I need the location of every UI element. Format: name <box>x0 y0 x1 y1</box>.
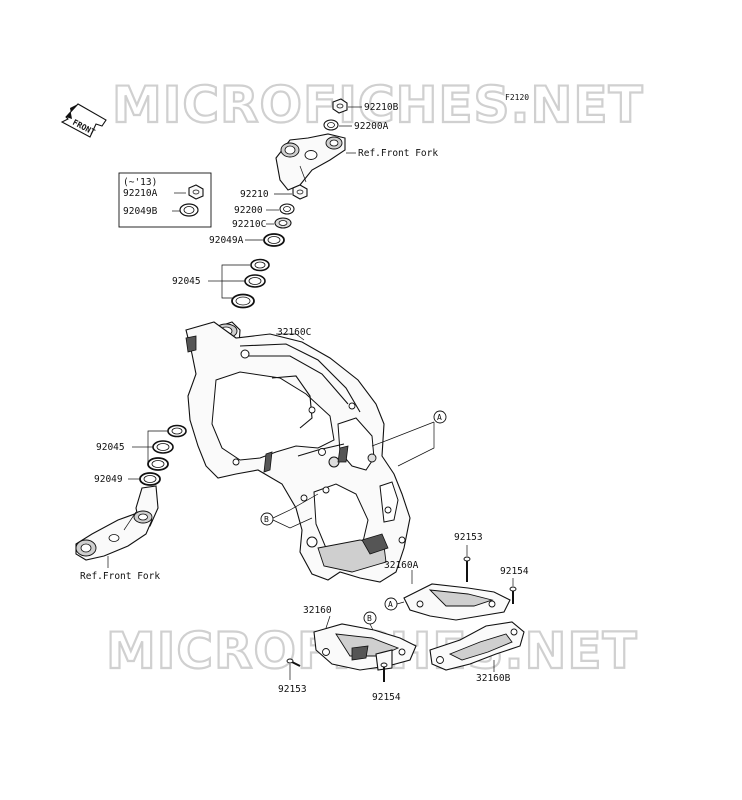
label-92210c: 92210C <box>232 219 266 230</box>
label-92153-left: 92153 <box>278 684 307 695</box>
front-arrow-icon: FRONT <box>60 103 107 138</box>
lower-bearing-set <box>147 424 187 471</box>
bolt-92153-right <box>463 556 471 582</box>
label-92200: 92200 <box>234 205 263 216</box>
bolt-92154-left <box>380 662 388 682</box>
marker-b-guard-text: B <box>367 614 372 623</box>
washer-92200a <box>323 119 339 131</box>
label-92045-lower: 92045 <box>96 442 125 453</box>
label-92154-left: 92154 <box>372 692 401 703</box>
bolt-92154-right <box>509 586 517 604</box>
marker-a-guard-text: A <box>388 600 393 609</box>
marker-a-frame: A <box>433 410 447 424</box>
label-32160c: 32160C <box>277 327 311 338</box>
label-92154-right: 92154 <box>500 566 529 577</box>
label-92200a: 92200A <box>354 121 389 132</box>
label-92210b: 92210B <box>364 102 399 113</box>
label-92210: 92210 <box>240 189 269 200</box>
inset-part-92049b: 92049B <box>123 206 158 217</box>
nut-92210c <box>274 217 292 229</box>
guard-32160a <box>403 583 525 671</box>
label-92049: 92049 <box>94 474 123 485</box>
nut-92210b <box>332 98 348 114</box>
label-ref-front-fork-bottom: Ref.Front Fork <box>80 571 160 582</box>
marker-b-frame-text: B <box>264 515 269 524</box>
stem-nut-92210 <box>292 184 308 200</box>
marker-b-guard: B <box>363 611 377 625</box>
washer-92200 <box>279 203 295 215</box>
inset-part-92210a: 92210A <box>123 188 158 199</box>
label-32160b: 32160B <box>476 673 511 684</box>
guard-32160 <box>313 623 417 671</box>
seal-92049 <box>139 472 161 486</box>
label-92045-upper: 92045 <box>172 276 201 287</box>
label-92153-right: 92153 <box>454 532 483 543</box>
label-32160: 32160 <box>303 605 332 616</box>
watermark-top: MICROFICHES.NET <box>112 76 644 134</box>
marker-a-frame-text: A <box>437 413 442 422</box>
label-32160a: 32160A <box>384 560 419 571</box>
marker-b-frame: B <box>260 512 274 526</box>
upper-bearing-set <box>231 258 270 309</box>
label-92049a: 92049A <box>209 235 244 246</box>
inset-note: (~'13) <box>123 177 157 188</box>
inset-box: (~'13) 92210A 92049B <box>118 172 212 228</box>
lower-triple-clamp <box>75 485 159 561</box>
bolt-92153-left <box>286 658 301 667</box>
upper-triple-clamp <box>275 133 346 191</box>
label-ref-front-fork-top: Ref.Front Fork <box>358 148 438 159</box>
diagram-id: F2120 <box>505 93 529 102</box>
marker-a-guard: A <box>384 597 398 611</box>
main-frame-32160c <box>185 321 411 583</box>
seal-92049a <box>263 233 285 247</box>
